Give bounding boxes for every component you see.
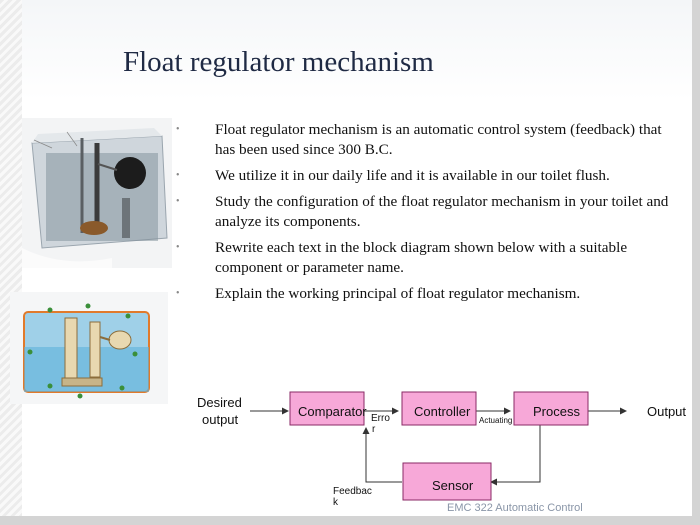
bullet-list: •Float regulator mechanism is an automat… (176, 120, 675, 310)
diagram-lines (250, 391, 627, 501)
desired-label: Desired (197, 395, 242, 410)
feedback-label-line2: k (333, 497, 338, 508)
desired-label-line2: output (202, 412, 239, 427)
error-label-line2: r (372, 424, 376, 435)
block-diagram: Desired output Comparator Controller Pro… (190, 375, 690, 515)
decorative-stripe (0, 0, 22, 516)
sensor-input-line (490, 425, 541, 486)
process-block (513, 391, 589, 426)
toilet-tank-illustration (22, 118, 172, 268)
slide-footer: EMC 322 Automatic Control (447, 502, 583, 514)
bullet-item: •Rewrite each text in the block diagram … (176, 239, 628, 276)
feedback-label: Feedbac (333, 486, 372, 497)
bullet-item: •Float regulator mechanism is an automat… (176, 121, 662, 158)
slide-title: Float regulator mechanism (123, 46, 434, 78)
bullet-marker: • (176, 196, 180, 207)
actuating-label: Actuating (479, 416, 513, 425)
bullet-item: •Study the configuration of the float re… (176, 193, 669, 230)
error-label: Erro (371, 413, 390, 424)
comparator-block (289, 391, 365, 426)
bullet-item: •Explain the working principal of float … (176, 285, 581, 302)
process-label: Process (533, 404, 580, 419)
output-label: Output (647, 404, 687, 419)
controller-label: Controller (414, 404, 471, 419)
feedback-line (362, 427, 402, 483)
bullet-marker: • (176, 124, 180, 135)
comparator-label: Comparator (298, 404, 367, 419)
slide: Float regulator mechanism (0, 0, 692, 516)
sensor-label: Sensor (432, 478, 474, 493)
flush-cutaway-illustration (10, 292, 168, 404)
bullet-item: •We utilize it in our daily life and it … (176, 167, 610, 184)
bullet-marker: • (176, 288, 180, 299)
sensor-block (402, 462, 492, 501)
bullet-marker: • (176, 242, 180, 253)
bullet-marker: • (176, 170, 180, 181)
controller-block (401, 391, 477, 426)
header-background (0, 0, 692, 100)
